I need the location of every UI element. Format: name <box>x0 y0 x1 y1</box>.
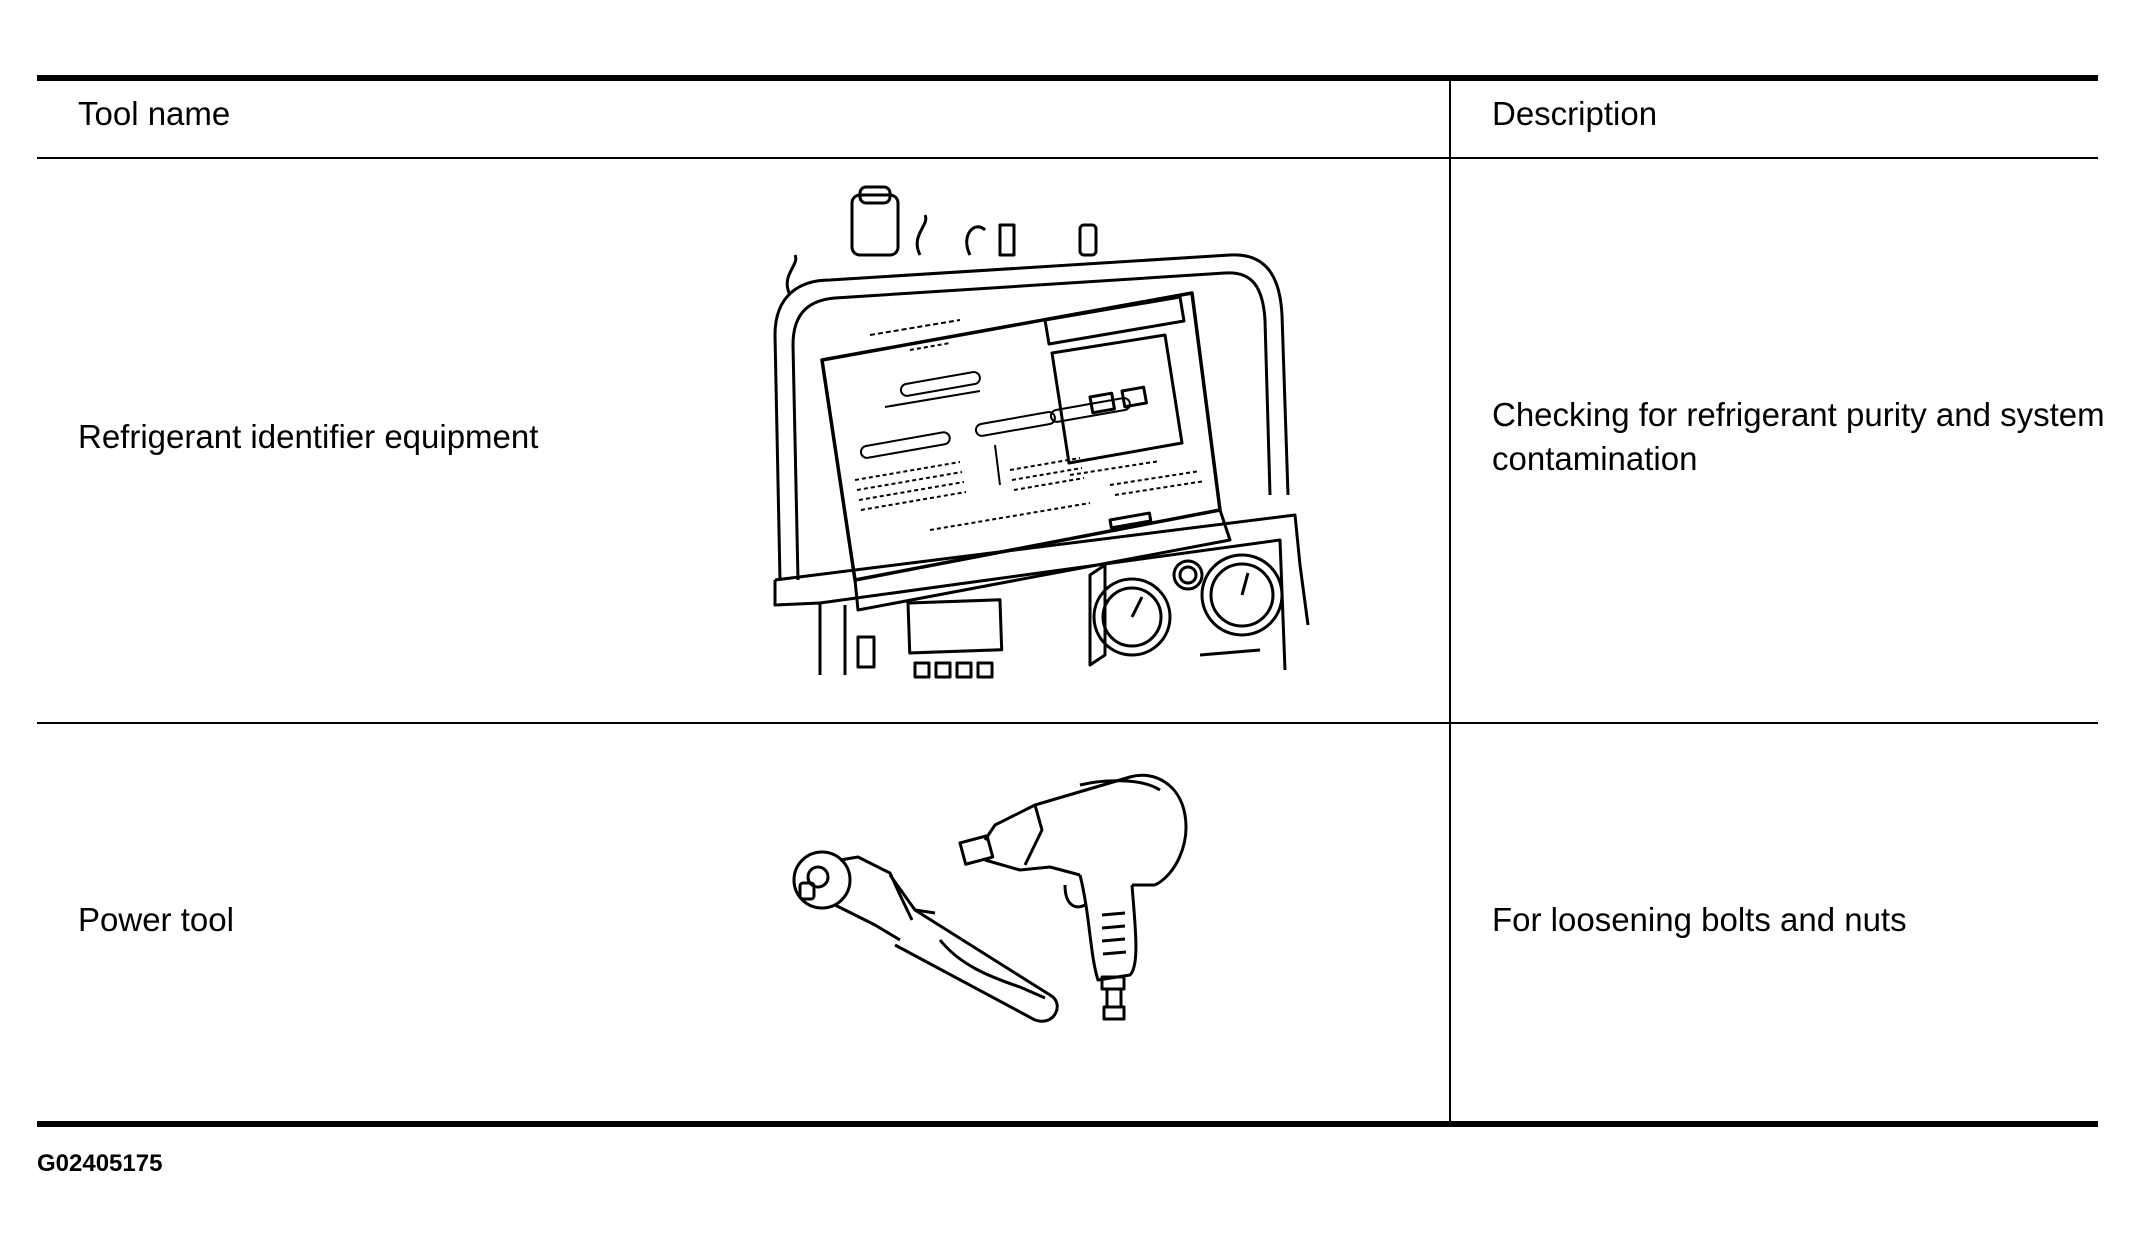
ratchet-wrench-icon <box>792 850 1059 1023</box>
row-1-description: Checking for refrigerant purity and syst… <box>1492 396 2105 477</box>
impact-wrench-icon <box>958 773 1188 1021</box>
figure-id: G02405175 <box>37 1150 163 1177</box>
column-divider <box>1449 79 1451 1123</box>
header-bottom-rule <box>37 157 2098 159</box>
header-description: Description <box>1492 95 1658 132</box>
header-tool-name: Tool name <box>78 95 231 132</box>
row-2-description: For loosening bolts and nuts <box>1492 901 1907 938</box>
row-divider <box>37 722 2098 724</box>
refrigerant-identifier-equipment-illustration <box>773 185 1310 679</box>
table-top-rule <box>37 75 2098 81</box>
row-2-tool-name: Power tool <box>78 901 234 938</box>
row-1-tool-name: Refrigerant identifier equipment <box>78 418 539 455</box>
table-bottom-rule <box>37 1121 2098 1127</box>
power-tool-illustration <box>792 773 1188 1023</box>
